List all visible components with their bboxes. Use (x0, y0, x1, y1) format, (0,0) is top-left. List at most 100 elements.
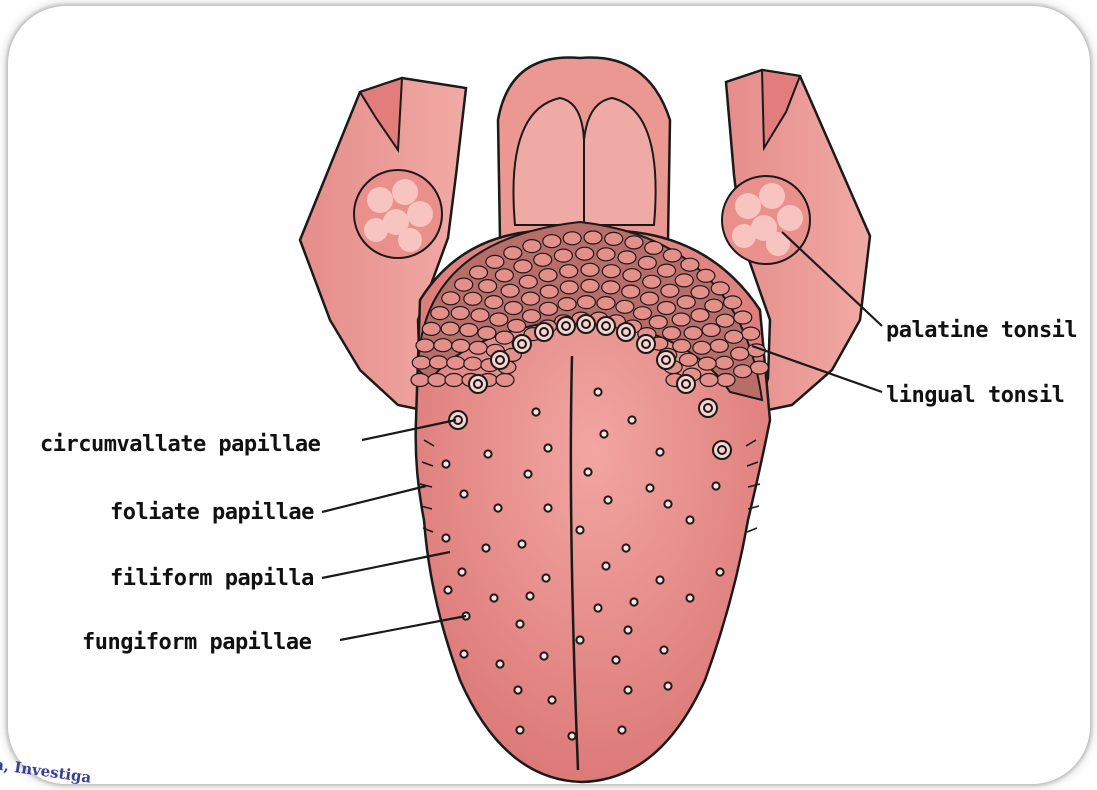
lingual-tonsil-nodule (750, 361, 768, 374)
fungiform-papilla (594, 388, 601, 395)
lingual-tonsil-nodule (584, 231, 602, 244)
lingual-tonsil-nodule (451, 307, 469, 320)
fungiform-papilla (516, 726, 523, 733)
lingual-tonsil-nodule (452, 339, 470, 352)
lingual-tonsil-nodule (716, 314, 734, 327)
lingual-tonsil-nodule (649, 316, 667, 329)
lingual-tonsil-nodule (563, 232, 581, 245)
fungiform-papilla (624, 626, 631, 633)
fungiform-papilla (484, 450, 491, 457)
fungiform-papilla (584, 468, 591, 475)
lingual-tonsil-nodule (715, 356, 733, 369)
fungiform-papilla (656, 576, 663, 583)
lingual-tonsil-nodule (597, 248, 615, 261)
fungiform-papilla (514, 686, 521, 693)
fungiform-papilla (664, 500, 671, 507)
lingual-tonsil-nodule (508, 319, 526, 332)
fungiform-papilla (602, 562, 609, 569)
lingual-tonsil-nodule (534, 253, 552, 266)
lingual-tonsil-nodule (705, 299, 723, 312)
fungiform-papilla (518, 540, 525, 547)
circumvallate-papilla (657, 351, 675, 369)
left-palatine-tonsil (354, 170, 442, 258)
circumvallate-papilla (535, 323, 553, 341)
fungiform-papilla (496, 660, 503, 667)
fungiform-papilla (444, 586, 451, 593)
lingual-tonsil-nodule (485, 296, 503, 309)
lingual-tonsil-nodule (638, 256, 656, 269)
circumvallate-papilla (597, 317, 615, 335)
lingual-tonsil-nodule (514, 260, 532, 273)
fungiform-papilla (544, 444, 551, 451)
lingual-tonsil-nodule (470, 266, 488, 279)
fungiform-papilla (686, 594, 693, 601)
lingual-tonsil-nodule (412, 356, 430, 369)
lingual-tonsil-nodule (447, 356, 465, 369)
fungiform-papilla (458, 568, 465, 575)
lingual-tonsil-nodule (677, 296, 695, 309)
fungiform-papilla (686, 516, 693, 523)
label-filiform-papilla: filiform papilla (110, 566, 314, 591)
lingual-tonsil-nodule (681, 258, 699, 271)
fungiform-papilla (544, 504, 551, 511)
lingual-tonsil-nodule (495, 269, 513, 282)
lingual-tonsil-nodule (430, 356, 448, 369)
right-palatine-tonsil (722, 176, 810, 264)
leader-foliate (322, 486, 426, 512)
lingual-tonsil-nodule (641, 292, 659, 305)
lingual-tonsil-nodule (734, 365, 752, 378)
lingual-tonsil-nodule (490, 313, 508, 326)
lingual-tonsil-nodule (558, 298, 576, 311)
label-palatine-tonsil: palatine tonsil (886, 318, 1077, 343)
fungiform-papilla (532, 408, 539, 415)
lingual-tonsil-nodule (663, 249, 681, 262)
fungiform-papilla (524, 470, 531, 477)
fungiform-papilla (622, 544, 629, 551)
circumvallate-papilla (677, 375, 695, 393)
fungiform-papilla (624, 686, 631, 693)
fungiform-papilla (516, 620, 523, 627)
circumvallate-papilla (699, 399, 717, 417)
lingual-tonsil-nodule (618, 251, 636, 264)
lingual-tonsil-nodule (693, 341, 711, 354)
lingual-tonsil-nodule (597, 297, 615, 310)
lingual-tonsil-nodule (505, 302, 523, 315)
lingual-tonsil-nodule (434, 339, 452, 352)
fungiform-papilla (612, 656, 619, 663)
fungiform-papilla (656, 448, 663, 455)
lingual-tonsil-nodule (602, 281, 620, 294)
lingual-tonsil-nodule (672, 313, 690, 326)
lingual-tonsil-nodule (717, 374, 735, 387)
fungiform-papilla (548, 696, 555, 703)
lingual-tonsil-nodule (464, 357, 482, 370)
fungiform-papilla (542, 574, 549, 581)
lingual-tonsil-nodule (698, 357, 716, 370)
fungiform-papilla (576, 636, 583, 643)
lingual-tonsil-nodule (455, 278, 473, 291)
lingual-tonsil-nodule (661, 284, 679, 297)
lingual-tonsil-nodule (416, 339, 434, 352)
fungiform-papilla (646, 484, 653, 491)
lingual-tonsil-nodule (581, 279, 599, 292)
lingual-tonsil-nodule (673, 339, 691, 352)
fungiform-papilla (482, 544, 489, 551)
circumvallate-papilla (469, 375, 487, 393)
fungiform-papilla (604, 496, 611, 503)
label-lingual-tonsil: lingual tonsil (886, 383, 1064, 408)
lingual-tonsil-nodule (577, 296, 595, 309)
lingual-tonsil-nodule (540, 285, 558, 298)
fungiform-papilla (442, 460, 449, 467)
lingual-tonsil-nodule (711, 282, 729, 295)
fungiform-papilla (494, 504, 501, 511)
lingual-tonsil-nodule (623, 269, 641, 282)
lingual-tonsil-nodule (710, 339, 728, 352)
lingual-tonsil-nodule (442, 292, 460, 305)
lingual-tonsil-nodule (464, 292, 482, 305)
lingual-tonsil-nodule (543, 235, 561, 248)
fungiform-papilla (442, 534, 449, 541)
fungiform-papilla (460, 650, 467, 657)
lingual-tonsil-nodule (725, 330, 743, 343)
lingual-tonsil-nodule (519, 275, 537, 288)
lingual-tonsil-nodule (560, 281, 578, 294)
lingual-tonsil-nodule (680, 353, 698, 366)
